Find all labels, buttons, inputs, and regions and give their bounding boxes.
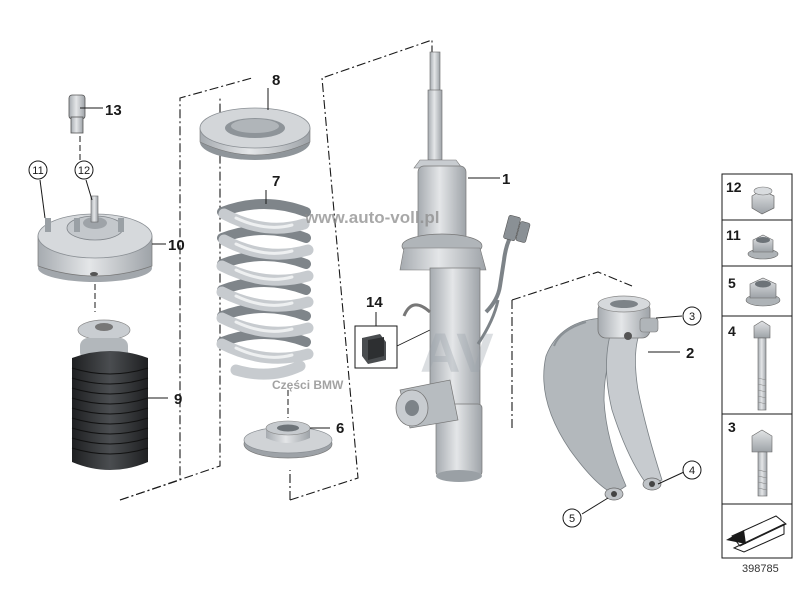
- hardware-panel: 12 11 5 4: [721, 173, 793, 559]
- direction-arrow-icon: [726, 515, 787, 553]
- circled-callout-4: 4: [682, 460, 702, 480]
- callout-6: 6: [336, 420, 344, 437]
- group-line-left: [119, 77, 253, 501]
- callout-8: 8: [272, 72, 280, 89]
- sidebar-label-5: 5: [728, 275, 736, 291]
- grouping-lines: [119, 39, 633, 501]
- svg-text:12: 12: [78, 165, 90, 177]
- svg-text:5: 5: [569, 513, 575, 525]
- coil-spring: [216, 190, 314, 380]
- short-hex-bolt-icon: [751, 429, 773, 497]
- hex-cap-nut-icon: [751, 186, 775, 215]
- dust-boot: [71, 319, 168, 470]
- callout-1: 1: [502, 171, 510, 188]
- group-line-right: [289, 39, 433, 501]
- svg-text:4: 4: [689, 465, 695, 477]
- flange-nut-icon: [747, 234, 779, 260]
- callout-10: 10: [168, 237, 185, 254]
- callout-7: 7: [272, 173, 280, 190]
- sidebar-label-4: 4: [728, 323, 736, 339]
- lower-spring-seat: [243, 390, 333, 459]
- circled-callout-5: 5: [562, 508, 582, 528]
- long-hex-bolt-icon: [753, 320, 771, 411]
- watermark-caption: Części BMW: [272, 378, 344, 392]
- group-line-arm: [511, 271, 633, 301]
- document-number: 398785: [742, 563, 779, 575]
- sidebar-label-11: 11: [726, 227, 741, 243]
- sidebar-label-3: 3: [728, 419, 736, 435]
- shock-absorber: [395, 51, 531, 482]
- hex-flange-nut-icon: [745, 277, 781, 307]
- circled-callout-11: 11: [28, 160, 48, 180]
- sidebar-label-12: 12: [726, 179, 742, 195]
- callout-13: 13: [105, 102, 122, 119]
- watermark: www.auto-voll.pl Części BMW AV: [272, 208, 494, 392]
- svg-text:3: 3: [689, 311, 695, 323]
- svg-text:11: 11: [32, 165, 43, 177]
- watermark-logo: AV: [420, 321, 494, 384]
- upper-spring-seat: [199, 88, 311, 160]
- strut-mount: [37, 179, 166, 312]
- circled-callout-3: 3: [682, 306, 702, 326]
- watermark-url: www.auto-voll.pl: [304, 208, 439, 227]
- circled-callout-12: 12: [74, 160, 94, 180]
- group-line-left-inner: [119, 98, 221, 501]
- bump-stop-pin: [68, 94, 103, 160]
- control-arm: [543, 295, 685, 515]
- callout-2: 2: [686, 345, 694, 362]
- callout-14: 14: [366, 294, 383, 311]
- callout-9: 9: [174, 391, 182, 408]
- retaining-clip: [354, 312, 431, 369]
